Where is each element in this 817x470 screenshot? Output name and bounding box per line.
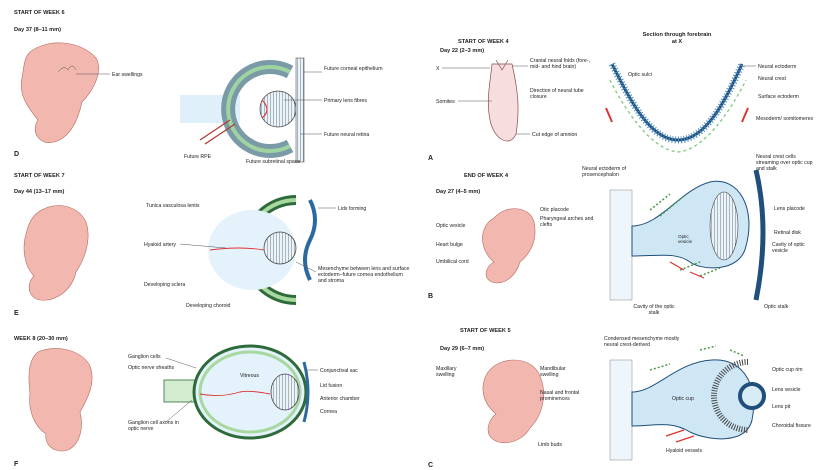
label-neural-crest-streaming: Neural crest cells streaming over optic … bbox=[756, 154, 816, 180]
embryo-day27 bbox=[482, 209, 535, 283]
label-hyaloid-vessels: Hyaloid vessels bbox=[666, 448, 702, 454]
label-somites: Somites bbox=[436, 99, 455, 105]
label-future-neural-retina: Future neural retina bbox=[324, 132, 369, 138]
label-retinal-disk: Retinal disk bbox=[774, 230, 801, 236]
label-future-corneal-epithelium: Future corneal epithelium bbox=[324, 66, 383, 72]
panel-d-letter: D bbox=[14, 151, 19, 158]
label-lids-forming: Lids forming bbox=[338, 206, 366, 212]
panel-a-subheading: Day 22 (2–3 mm) bbox=[440, 48, 484, 54]
label-ear-swellings: Ear swellings bbox=[112, 72, 143, 78]
label-lens-vesicle: Lens vesicle bbox=[772, 387, 801, 393]
section-title-forebrain: Section through forebrain at X bbox=[642, 32, 712, 50]
embryo-day22 bbox=[488, 64, 518, 141]
label-hyaloid-artery: Hyaloid artery bbox=[144, 242, 176, 248]
label-cavity-optic-vesicle: Cavity of optic vesicle bbox=[772, 242, 816, 260]
label-optic-stalk: Optic stalk bbox=[764, 304, 789, 310]
label-mesenchyme-cornea: Mesenchyme between lens and surface ecto… bbox=[318, 266, 410, 300]
label-lens-placode: Lens placode bbox=[774, 206, 805, 212]
panel-d-subheading: Day 37 (8–11 mm) bbox=[14, 27, 61, 33]
label-cornea: Cornea bbox=[320, 409, 337, 415]
label-mesoderm: Mesoderm/ somitomeres bbox=[756, 116, 814, 132]
label-tunica-vasculosa-lentis: Tunica vasculosa lentis bbox=[146, 203, 200, 209]
label-condensed-mesenchyme: Condensed mesenchyme mostly neural crest… bbox=[604, 336, 694, 354]
panel-b: END OF WEEK 4 Day 27 (4–5 mm) B Neural e… bbox=[428, 154, 816, 322]
label-cranial-neural-folds: Cranial neural folds (fore-, mid- and hi… bbox=[530, 58, 600, 78]
eye-cup-week6 bbox=[180, 58, 304, 162]
label-vitreous: Vitreous bbox=[240, 373, 259, 379]
label-optic-cup-rim: Optic cup rim bbox=[772, 367, 803, 373]
label-neural-tube-closure: Direction of neural tube closure bbox=[530, 88, 590, 108]
panel-a-heading: START OF WEEK 4 bbox=[458, 39, 509, 45]
embryo-week6 bbox=[21, 43, 98, 143]
panel-f-heading: WEEK 8 (20–30 mm) bbox=[14, 336, 68, 342]
label-neural-crest: Neural crest bbox=[758, 76, 787, 82]
label-lens-pit: Lens pit bbox=[772, 404, 791, 410]
panel-c-heading: START OF WEEK 5 bbox=[460, 328, 511, 334]
panel-b-letter: B bbox=[428, 293, 433, 300]
label-neural-ectoderm-prosencephalon: Neural ectoderm of prosencephalon bbox=[582, 166, 652, 184]
label-cut-edge-amnion: Cut edge of amnion bbox=[532, 132, 577, 138]
label-optic-vesicle-section: Optic vesicle bbox=[678, 234, 702, 248]
label-ganglion-cell-axons: Ganglion cell axons in optic nerve bbox=[128, 420, 188, 448]
label-primary-lens-fibres: Primary lens fibres bbox=[324, 98, 367, 104]
label-lid-fusion: Lid fusion bbox=[320, 383, 342, 389]
panel-b-heading: END OF WEEK 4 bbox=[464, 173, 509, 179]
panel-f-letter: F bbox=[14, 461, 19, 468]
panel-e-subheading: Day 44 (13–17 mm) bbox=[14, 189, 65, 195]
label-anterior-chamber: Anterior chamber bbox=[320, 396, 360, 402]
label-optic-vesicle-embryo: Optic vesicle bbox=[436, 223, 466, 239]
label-optic-cup: Optic cup bbox=[672, 396, 694, 402]
label-optic-sulci: Optic sulci bbox=[628, 72, 652, 78]
embryo-week8 bbox=[29, 348, 92, 451]
panel-e-heading: START OF WEEK 7 bbox=[14, 173, 65, 179]
panel-a: START OF WEEK 4 Day 22 (2–3 mm) A Sectio… bbox=[428, 32, 814, 162]
label-limb-buds: Limb buds bbox=[538, 442, 562, 448]
label-umbilical-cord: Umbilical cord bbox=[436, 259, 470, 275]
panel-f: WEEK 8 (20–30 mm) F Ganglion cells Optic… bbox=[14, 336, 360, 468]
label-mandibular-swelling: Mandibular swelling bbox=[540, 366, 584, 382]
embryo-day29 bbox=[483, 360, 544, 443]
label-maxillary-swelling: Maxillary swelling bbox=[436, 366, 476, 382]
label-future-subretinal-space: Future subretinal space bbox=[246, 159, 300, 165]
label-heart-bulge: Heart bulge bbox=[436, 242, 466, 258]
label-x: X bbox=[436, 66, 440, 72]
eye-week7 bbox=[208, 200, 315, 300]
label-surface-ectoderm: Surface ectoderm bbox=[758, 94, 799, 100]
label-nasal-frontal: Nasal and frontal prominences bbox=[540, 390, 596, 406]
panel-a-letter: A bbox=[428, 155, 433, 162]
label-developing-sclera: Developing sclera bbox=[144, 282, 185, 288]
label-choroidal-fissure: Choroidal fissure bbox=[772, 423, 811, 429]
embryo-week7 bbox=[24, 206, 88, 301]
label-future-rpe: Future RPE bbox=[184, 154, 212, 160]
panel-c: START OF WEEK 5 Day 29 (6–7 mm) C Conden… bbox=[428, 328, 811, 469]
label-cavity-optic-stalk: Cavity of the optic stalk bbox=[632, 304, 676, 322]
panel-c-letter: C bbox=[428, 462, 433, 469]
panel-d-heading: START OF WEEK 6 bbox=[14, 10, 65, 16]
panel-b-subheading: Day 27 (4–5 mm) bbox=[436, 189, 480, 195]
label-developing-choroid: Developing choroid bbox=[186, 303, 231, 309]
label-optic-nerve-sheaths: Optic nerve sheaths bbox=[128, 365, 175, 371]
label-conjunctival-sac: Conjunctival sac bbox=[320, 368, 358, 374]
label-pharyngeal-arches: Pharyngeal arches and clefts bbox=[540, 216, 596, 234]
panel-c-subheading: Day 29 (6–7 mm) bbox=[440, 346, 484, 352]
label-otic-placode: Otic placode bbox=[540, 207, 569, 213]
panel-e: START OF WEEK 7 Day 44 (13–17 mm) E Tuni… bbox=[14, 173, 410, 317]
panel-d: START OF WEEK 6 Day 37 (8–11 mm) D Ear s… bbox=[14, 10, 383, 165]
label-ganglion-cells: Ganglion cells bbox=[128, 354, 161, 360]
label-neural-ectoderm: Neural ectoderm bbox=[758, 64, 796, 70]
panel-e-letter: E bbox=[14, 310, 19, 317]
optic-cup-section bbox=[610, 346, 764, 460]
